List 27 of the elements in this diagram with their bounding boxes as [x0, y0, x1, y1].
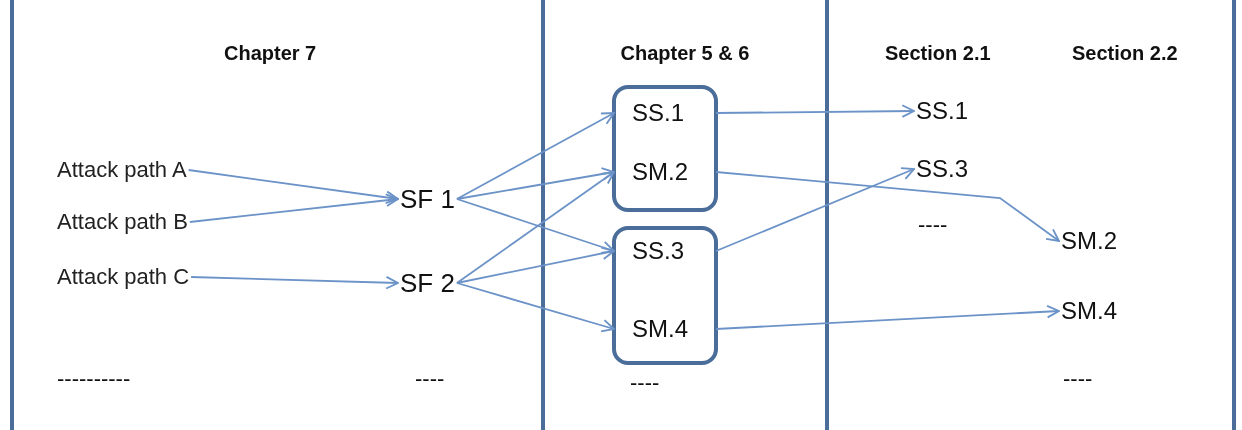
- requirement-label: SS.1: [616, 99, 714, 127]
- placeholder-dashes: ----: [415, 366, 445, 392]
- requirement-label: SM.4: [616, 315, 714, 343]
- node-label: SF 2: [400, 268, 455, 298]
- node-label: Attack path C: [57, 264, 190, 290]
- node-label: SS.1: [916, 97, 969, 125]
- node-label: SM.2: [1061, 227, 1117, 255]
- requirement-label: SM.2: [616, 158, 714, 186]
- requirement-label: SS.3: [616, 237, 714, 265]
- placeholder-dashes: ----: [1063, 366, 1093, 392]
- node-label: SM.4: [1061, 297, 1117, 325]
- node-label: Attack path A: [57, 157, 187, 183]
- rounded-group-box: [612, 85, 718, 212]
- placeholder-dashes: ----: [918, 212, 948, 238]
- node-label: SS.3: [916, 155, 969, 183]
- column-heading: Chapter 5 & 6: [620, 41, 750, 66]
- placeholder-dashes: ----------: [57, 366, 131, 392]
- placeholder-dashes: ----: [630, 370, 660, 396]
- node-label: Attack path B: [57, 209, 188, 235]
- rounded-group-box: [612, 226, 718, 365]
- arrow: [188, 193, 399, 223]
- node-label: SF 1: [400, 184, 455, 214]
- column-heading: Section 2.2: [1072, 41, 1178, 66]
- arrow: [190, 275, 399, 290]
- column-heading: Chapter 7: [224, 41, 317, 66]
- column-heading: Section 2.1: [885, 41, 991, 66]
- arrow: [187, 169, 399, 205]
